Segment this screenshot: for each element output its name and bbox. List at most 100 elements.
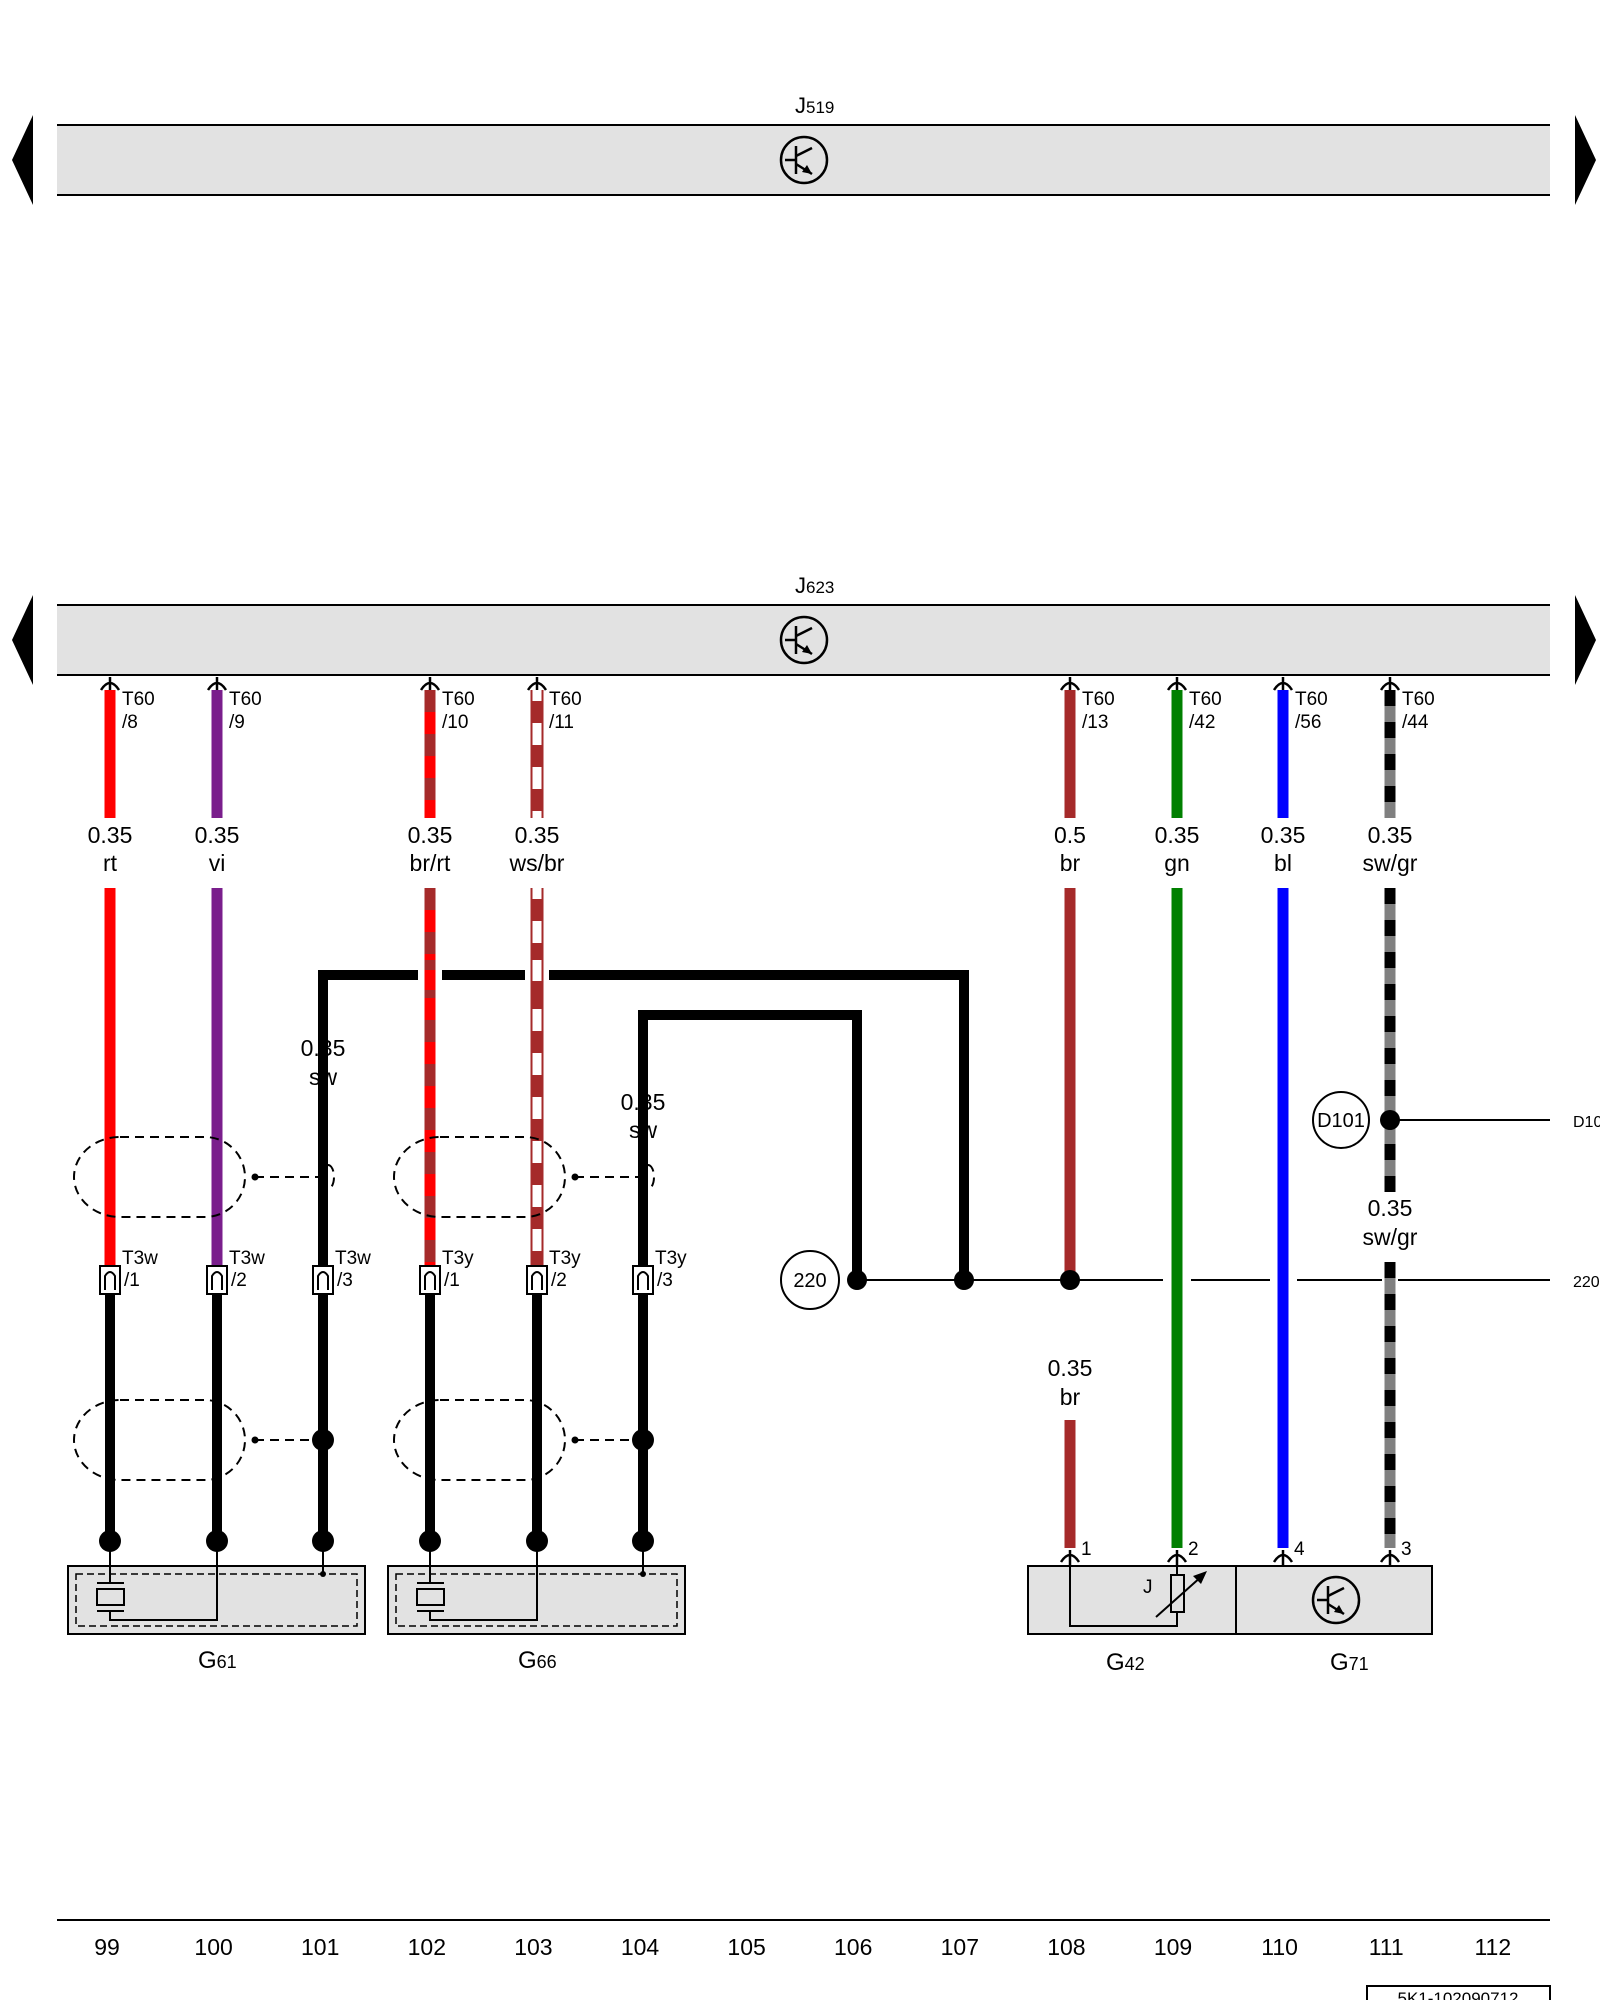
shield-lower-g61 xyxy=(73,1399,323,1481)
junction-dot xyxy=(847,1270,867,1290)
svg-text:4: 4 xyxy=(1294,1539,1305,1560)
svg-text:0.35: 0.35 xyxy=(1261,822,1306,848)
t60-pin-symbols xyxy=(99,677,1401,691)
column-number: 102 xyxy=(408,1934,446,1960)
svg-text:T3y: T3y xyxy=(549,1248,581,1269)
continue-right-arrow-icon xyxy=(1575,115,1596,205)
svg-text:br: br xyxy=(1060,1384,1081,1410)
g42-label: G42 xyxy=(1106,1649,1145,1676)
wire-sw-col101 xyxy=(318,970,969,1280)
svg-text:rt: rt xyxy=(103,850,118,876)
svg-text:/9: /9 xyxy=(229,712,245,733)
svg-text:T60: T60 xyxy=(442,689,475,710)
j623-body xyxy=(57,605,1550,675)
column-number: 112 xyxy=(1474,1934,1511,1960)
svg-text:T60: T60 xyxy=(549,689,582,710)
resistor-mark-label: J xyxy=(1143,1577,1153,1598)
component-g66: G66 xyxy=(387,1545,686,1674)
node-d101-circle xyxy=(1312,1091,1370,1149)
svg-text:sw: sw xyxy=(309,1064,338,1090)
svg-text:/1: /1 xyxy=(124,1270,140,1291)
svg-text:0.5: 0.5 xyxy=(1054,822,1086,848)
electronic-unit-icon xyxy=(779,135,829,185)
svg-text:sw/gr: sw/gr xyxy=(1363,850,1418,876)
continue-left-arrow-icon xyxy=(12,115,33,205)
shield-upper-g66 xyxy=(393,1136,655,1218)
svg-text:/8: /8 xyxy=(122,712,138,733)
potential-line-220: 220 220 xyxy=(780,1250,1600,1310)
svg-text:3: 3 xyxy=(1401,1539,1412,1560)
svg-text:T60: T60 xyxy=(122,689,155,710)
column-number: 101 xyxy=(301,1934,339,1960)
j519-label: J519 xyxy=(795,93,834,118)
svg-text:T60: T60 xyxy=(1189,689,1222,710)
svg-text:T60: T60 xyxy=(229,689,262,710)
svg-text:ws/br: ws/br xyxy=(509,850,565,876)
variable-resistor-icon xyxy=(1170,1574,1185,1613)
svg-text:5K1-102090712: 5K1-102090712 xyxy=(1397,1989,1518,2000)
svg-text:/3: /3 xyxy=(657,1270,673,1291)
svg-text:/42: /42 xyxy=(1189,712,1215,733)
svg-text:T3w: T3w xyxy=(122,1248,158,1269)
g42-g71-pin-symbols xyxy=(1059,1550,1401,1566)
svg-text:0.35: 0.35 xyxy=(301,1035,346,1061)
control-unit-j623: J623 xyxy=(12,573,1596,685)
document-id: 5K1-102090712 xyxy=(1366,1985,1551,2000)
g61-label: G61 xyxy=(198,1647,237,1674)
svg-text:0.35: 0.35 xyxy=(408,822,453,848)
junction-dot xyxy=(1060,1270,1080,1290)
svg-text:gn: gn xyxy=(1164,850,1190,876)
electronic-unit-icon xyxy=(1311,1575,1361,1625)
svg-text:1: 1 xyxy=(1081,1539,1092,1560)
sensor-element-icon xyxy=(96,1588,125,1606)
junction-dot xyxy=(954,1270,974,1290)
svg-text:0.35: 0.35 xyxy=(1368,822,1413,848)
column-number: 106 xyxy=(834,1934,872,1960)
node-220-label: 220 xyxy=(793,1270,826,1292)
svg-text:bl: bl xyxy=(1274,850,1292,876)
svg-text:T60: T60 xyxy=(1402,689,1435,710)
wire-sw-col104 xyxy=(638,1010,862,1280)
junction-dot xyxy=(632,1429,654,1451)
column-number: 100 xyxy=(194,1934,232,1960)
column-number: 109 xyxy=(1154,1934,1192,1960)
svg-text:T3w: T3w xyxy=(229,1248,265,1269)
component-g61: G61 xyxy=(67,1545,366,1674)
shield-upper-g61 xyxy=(73,1136,335,1218)
electronic-unit-icon xyxy=(779,615,829,665)
t3-connectors xyxy=(99,1265,654,1295)
svg-text:sw: sw xyxy=(629,1117,658,1143)
svg-text:T60: T60 xyxy=(1082,689,1115,710)
svg-text:/2: /2 xyxy=(551,1270,567,1291)
svg-text:0.35: 0.35 xyxy=(1368,1195,1413,1221)
column-number: 108 xyxy=(1047,1934,1085,1960)
svg-text:vi: vi xyxy=(209,850,226,876)
svg-text:2: 2 xyxy=(1188,1539,1199,1560)
svg-text:/11: /11 xyxy=(549,712,574,733)
svg-text:/10: /10 xyxy=(442,712,468,733)
svg-text:sw/gr: sw/gr xyxy=(1363,1224,1418,1250)
svg-text:0.35: 0.35 xyxy=(1155,822,1200,848)
junction-dot xyxy=(312,1429,334,1451)
svg-text:br: br xyxy=(1060,850,1081,876)
j519-body xyxy=(57,125,1550,195)
g42-g71-pin-labels: 1 2 4 3 xyxy=(1081,1539,1412,1560)
column-number: 107 xyxy=(941,1934,979,1960)
lower-wires-g61-g66 xyxy=(105,1295,542,1545)
sensor-element-icon xyxy=(416,1588,445,1606)
column-number: 110 xyxy=(1261,1934,1298,1960)
node-d101-label: D101 xyxy=(1317,1110,1365,1132)
svg-text:/1: /1 xyxy=(444,1270,460,1291)
control-unit-j519: J519 xyxy=(12,93,1596,205)
connection-d101: D101 D10 xyxy=(1312,1091,1600,1149)
svg-text:/3: /3 xyxy=(337,1270,353,1291)
t60-labels: T60/8 T60/9 T60/10 T60/11 T60/13 T60/42 … xyxy=(122,689,1435,733)
svg-text:T60: T60 xyxy=(1295,689,1328,710)
svg-text:0.35: 0.35 xyxy=(515,822,560,848)
node-220-circle xyxy=(780,1250,840,1310)
shield-lower-g66 xyxy=(393,1399,643,1481)
column-number: 105 xyxy=(727,1934,765,1960)
svg-text:0.35: 0.35 xyxy=(621,1089,666,1115)
column-number: 103 xyxy=(514,1934,552,1960)
